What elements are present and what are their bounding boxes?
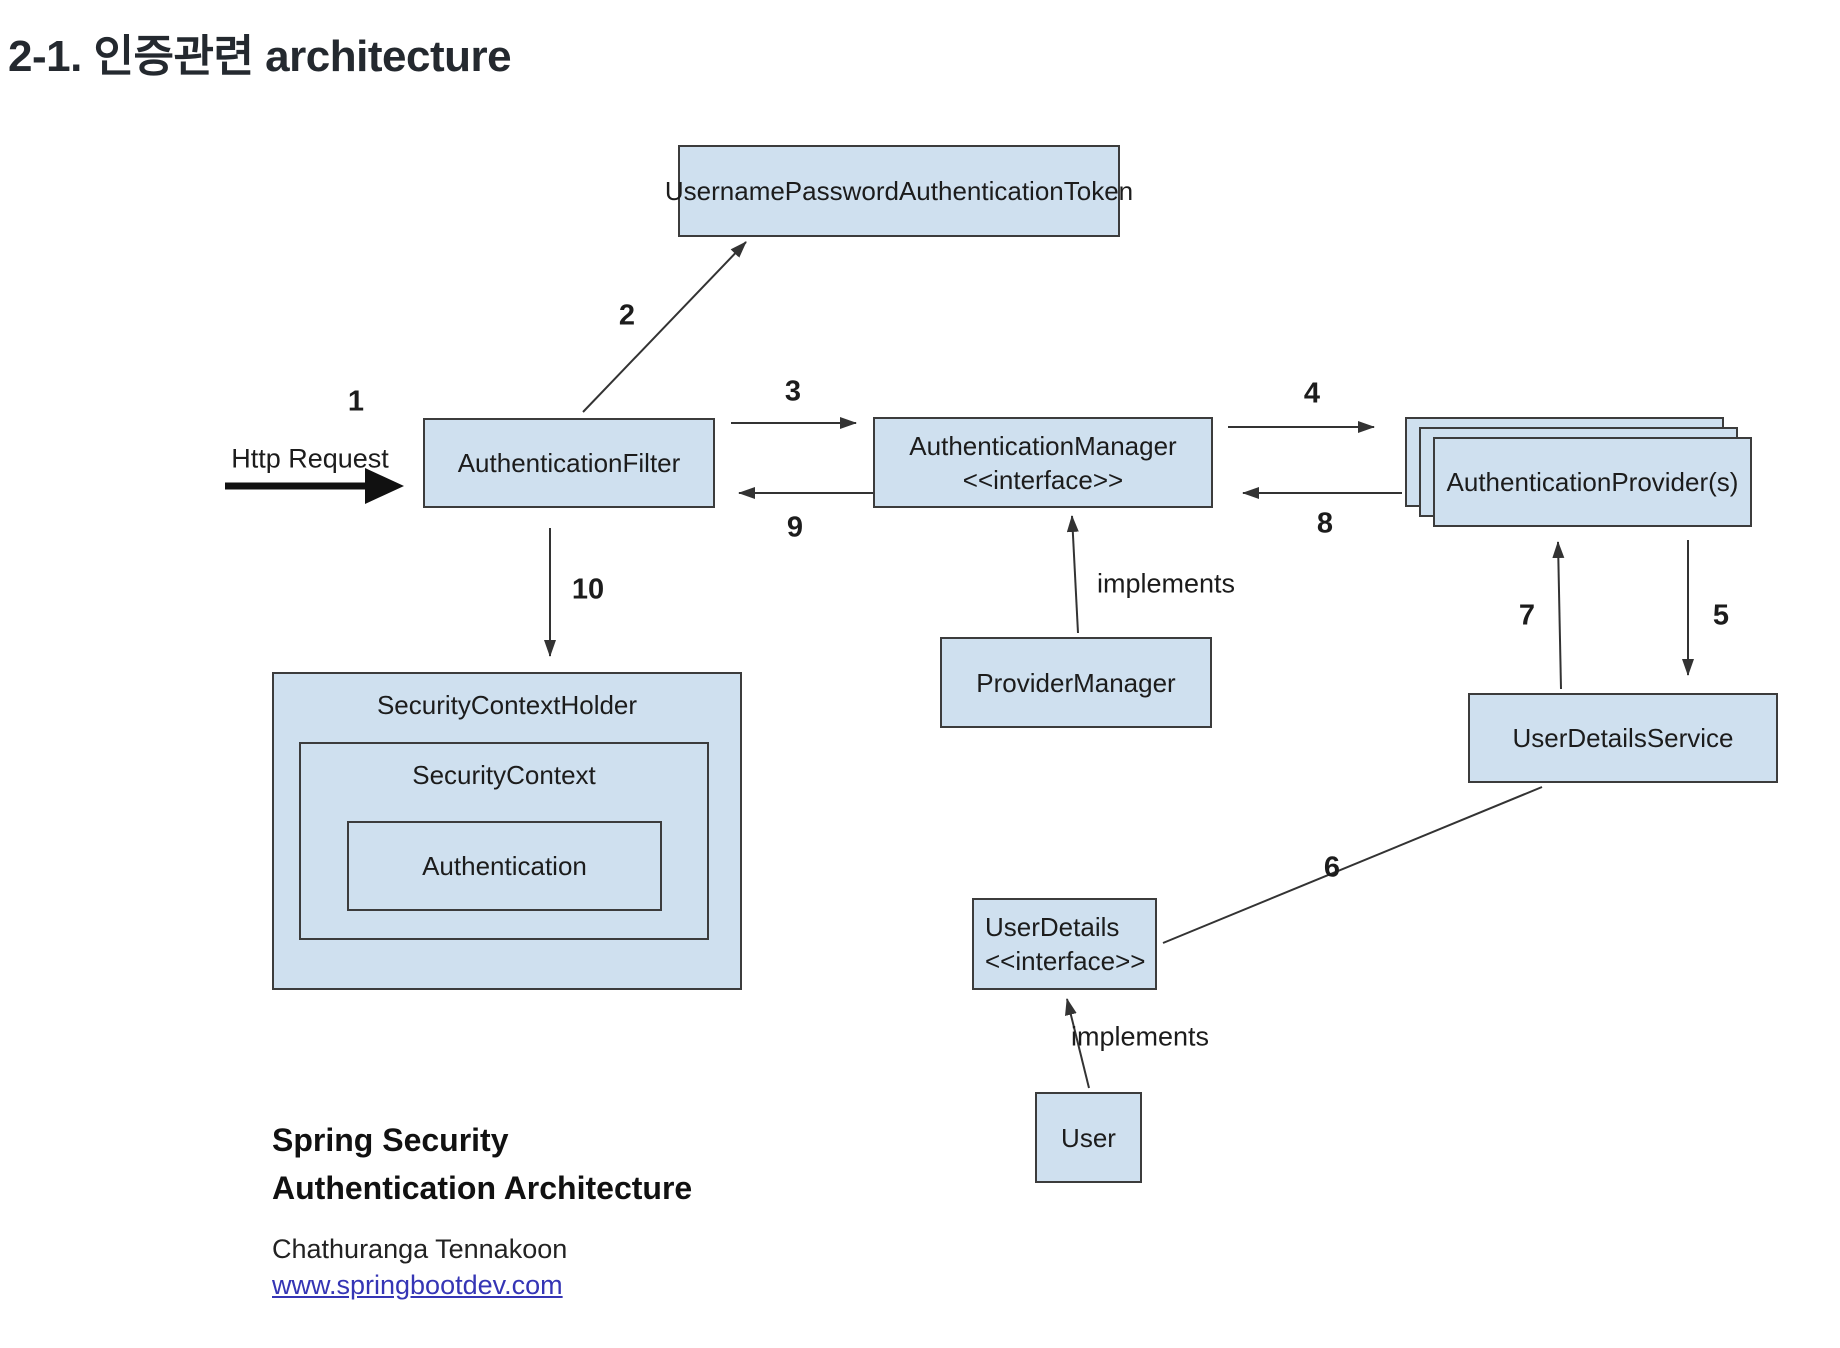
node-user-details-service: UserDetailsService [1468, 693, 1778, 783]
node-username-password-authentication-token: UsernamePasswordAuthenticationToken [665, 145, 1133, 237]
arrow-implements-manager [1066, 515, 1079, 634]
page-title: 2-1. 인증관련 architecture [8, 32, 512, 81]
implements-label-user: implements [1070, 1021, 1210, 1052]
step-label-9: 9 [786, 511, 804, 544]
step-label-3: 3 [784, 375, 802, 408]
node-label: SecurityContextHolder [376, 690, 638, 720]
step-label-10: 10 [571, 573, 605, 606]
node-label: User [1061, 1122, 1116, 1153]
node-label: AuthenticationFilter [457, 448, 681, 478]
node-label: SecurityContext [412, 760, 596, 790]
http-request-label: Http Request [231, 443, 389, 474]
step-label-4: 4 [1303, 377, 1321, 410]
node-label: UsernamePasswordAuthenticationToken [664, 176, 1134, 206]
node-authentication-providers: AuthenticationProvider(s) [1433, 437, 1752, 527]
node-label: AuthenticationProvider(s) [1446, 466, 1739, 497]
node-authentication-filter: AuthenticationFilter [423, 418, 715, 508]
author-name: Chathuranga Tennakoon [272, 1234, 568, 1264]
node-label: UserDetails [985, 912, 1120, 942]
node-label: UserDetailsService [1512, 723, 1734, 753]
node-authentication-manager: AuthenticationManager <<interface>> [873, 417, 1213, 508]
step-label-1: 1 [347, 385, 365, 418]
step-label-5: 5 [1712, 599, 1730, 632]
node-stereotype: <<interface>> [962, 464, 1124, 495]
node-provider-manager: ProviderManager [940, 637, 1212, 728]
website-link[interactable]: www.springbootdev.com [272, 1270, 563, 1300]
arrow-step7 [1552, 541, 1565, 690]
step-label-2: 2 [618, 299, 636, 332]
step-label-8: 8 [1316, 507, 1334, 540]
node-label: ProviderManager [976, 667, 1176, 698]
node-user: User [1035, 1092, 1142, 1183]
node-user-details: UserDetails <<interface>> [972, 898, 1157, 990]
caption-line-2: Authentication Architecture [272, 1170, 693, 1206]
step-label-6: 6 [1323, 851, 1341, 884]
node-stereotype: <<interface>> [985, 946, 1146, 976]
caption-line-1: Spring Security [272, 1122, 509, 1158]
implements-label-manager: implements [1096, 568, 1236, 599]
arrow-step2 [582, 241, 747, 413]
node-security-context-holder: SecurityContextHolder SecurityContext Au… [272, 672, 742, 990]
node-security-context: SecurityContext Authentication [299, 742, 709, 940]
line-step6 [1162, 786, 1543, 944]
diagram-caption: Spring Security Authentication Architect… [272, 1116, 692, 1212]
node-label: AuthenticationManager [909, 430, 1177, 461]
step-label-7: 7 [1518, 599, 1536, 632]
node-authentication: Authentication [347, 821, 662, 911]
node-label: Authentication [422, 851, 587, 881]
